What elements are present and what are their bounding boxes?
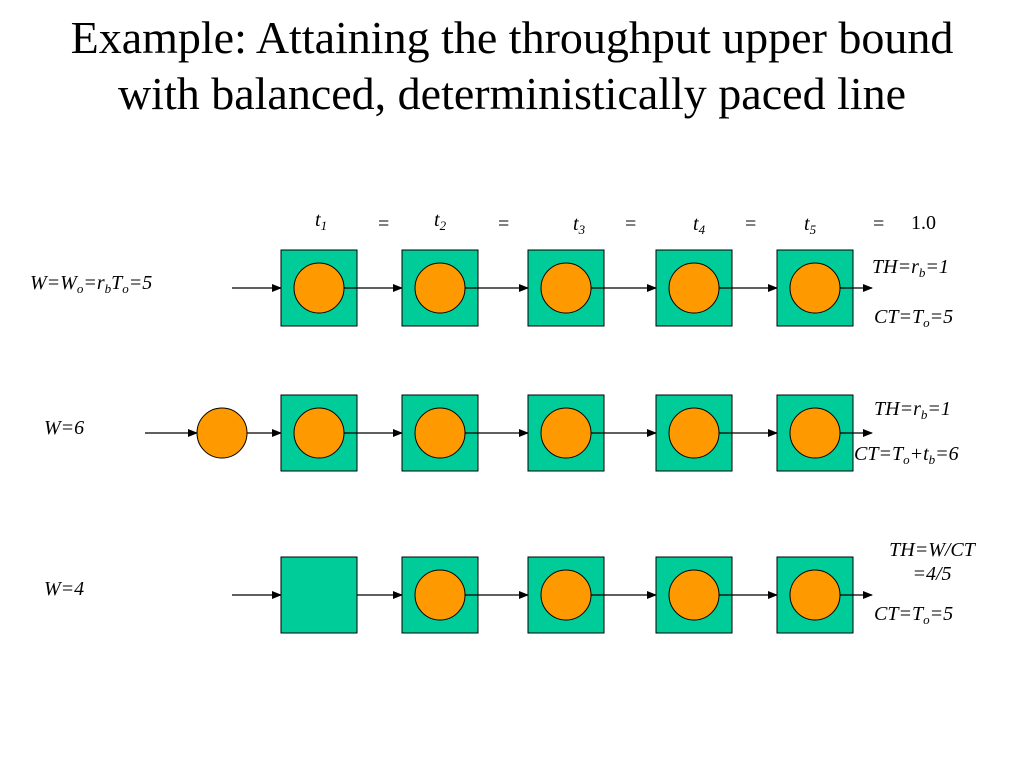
equals-sign-2: = xyxy=(498,213,510,235)
row2-job-5 xyxy=(789,407,841,459)
row2-waiting-job xyxy=(196,407,248,459)
equals-sign-1: = xyxy=(378,213,390,235)
title-line-1: Example: Attaining the throughput upper … xyxy=(70,12,954,63)
row1-job-4 xyxy=(668,262,720,314)
row2-job-1 xyxy=(293,407,345,459)
row3-station-1 xyxy=(280,556,358,634)
equals-sign-5: = xyxy=(873,213,885,235)
row1-wip-label: W=Wo=rbTo=5 xyxy=(30,272,153,296)
row3-job-2 xyxy=(414,569,466,621)
row3-cycle-time-label: CT=To=5 xyxy=(874,603,954,627)
title-line-2: with balanced, deterministically paced l… xyxy=(117,68,907,119)
time-label-5: t5 xyxy=(804,213,817,237)
row3-throughput-label: TH=W/CT =4/5 xyxy=(862,538,1002,586)
processing-time-value: 1.0 xyxy=(911,212,936,234)
row2-job-4 xyxy=(668,407,720,459)
row1-job-5 xyxy=(789,262,841,314)
equals-sign-4: = xyxy=(745,213,757,235)
time-label-3: t3 xyxy=(573,213,586,237)
equals-sign-3: = xyxy=(625,213,637,235)
row3-job-3 xyxy=(540,569,592,621)
row1-job-3 xyxy=(540,262,592,314)
row2-job-2 xyxy=(414,407,466,459)
row3-job-4 xyxy=(668,569,720,621)
time-label-1: t1 xyxy=(315,209,328,233)
row2-wip-label: W=6 xyxy=(44,417,85,439)
time-label-2: t2 xyxy=(434,209,447,233)
slide-title: Example: Attaining the throughput upper … xyxy=(0,10,1024,122)
row2-cycle-time-label: CT=To+tb=6 xyxy=(854,443,959,467)
row3-job-5 xyxy=(789,569,841,621)
row1-throughput-label: TH=rb=1 xyxy=(872,256,949,280)
row1-job-1 xyxy=(293,262,345,314)
row3-throughput-line-2: =4/5 xyxy=(912,563,952,585)
row1-job-2 xyxy=(414,262,466,314)
row3-wip-label: W=4 xyxy=(44,578,85,600)
row2-job-3 xyxy=(540,407,592,459)
row1-cycle-time-label: CT=To=5 xyxy=(874,306,954,330)
time-label-4: t4 xyxy=(693,213,706,237)
row3-throughput-line-1: TH=W/CT xyxy=(889,539,975,561)
row2-throughput-label: TH=rb=1 xyxy=(874,398,951,422)
